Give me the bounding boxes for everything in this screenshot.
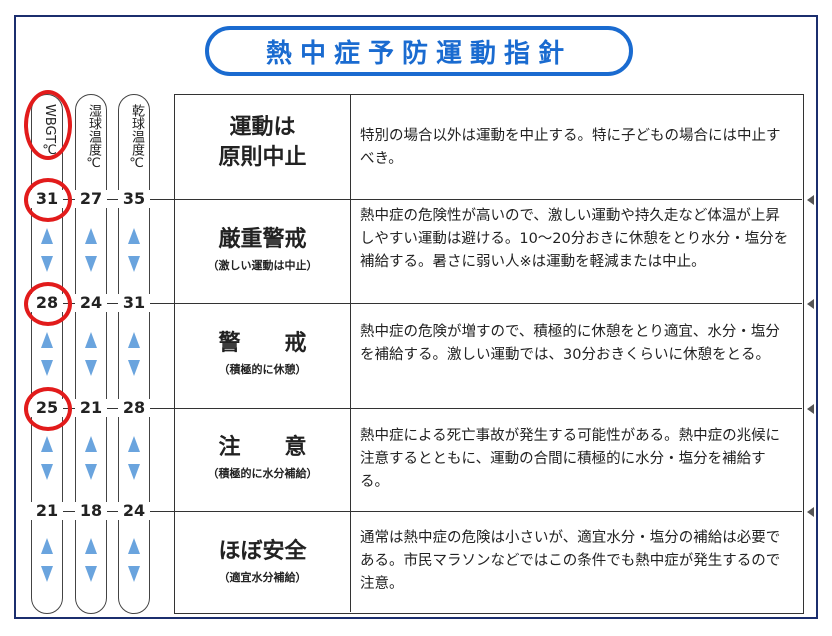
arrow-up-icon	[128, 538, 140, 554]
arrow-down-icon	[41, 256, 53, 272]
threshold-marker-icon	[807, 404, 814, 414]
wet-bulb-value: 21	[75, 399, 107, 417]
threshold-marker-icon	[807, 195, 814, 205]
arrow-down-icon	[41, 464, 53, 480]
wet-bulb-value: 24	[75, 294, 107, 312]
level-description: 熱中症の危険性が高いので、激しい運動や持久走など体温が上昇しやすい運動は避ける。…	[360, 208, 789, 270]
level-subtitle: （積極的に水分補給）	[207, 467, 318, 480]
level-description: 熱中症の危険が増すので、積極的に休憩をとり適宜、水分・塩分を補給する。激しい運動…	[360, 324, 780, 363]
threshold-marker-icon	[807, 299, 814, 309]
arrow-up-icon	[128, 436, 140, 452]
wbgt-25-highlight-circle	[24, 387, 72, 431]
threshold-line	[148, 408, 176, 409]
level-row-1: 厳重警戒 （激しい運動は中止）	[175, 225, 350, 273]
tick-line	[60, 511, 78, 512]
level-name: 厳重警戒	[218, 227, 307, 252]
wbgt-header-highlight-circle	[24, 90, 72, 160]
arrow-up-icon	[41, 332, 53, 348]
wet-bulb-value: 27	[75, 190, 107, 208]
arrow-up-icon	[41, 538, 53, 554]
level-row-3: 注 意 （積極的に水分補給）	[175, 433, 350, 481]
dry-bulb-value: 24	[118, 502, 150, 520]
arrow-down-icon	[128, 464, 140, 480]
level-subtitle: （適宜水分補給）	[218, 571, 307, 584]
arrow-down-icon	[85, 464, 97, 480]
guideline-table: 運動は 原則中止 特別の場合以外は運動を中止する。特に子どもの場合には中止すべき…	[174, 94, 804, 614]
level-subtitle: （積極的に休憩）	[218, 363, 307, 376]
arrow-down-icon	[85, 256, 97, 272]
level-row-2: 警 戒 （積極的に休憩）	[175, 329, 350, 377]
wet-bulb-header: 湿球温度℃	[86, 104, 101, 171]
wbgt-value: 21	[31, 502, 63, 520]
arrow-down-icon	[85, 360, 97, 376]
outer-frame	[14, 15, 818, 619]
arrow-down-icon	[128, 256, 140, 272]
row-divider	[175, 511, 802, 512]
wbgt-28-highlight-circle	[24, 282, 72, 326]
wbgt-31-highlight-circle	[24, 178, 72, 222]
arrow-down-icon	[85, 566, 97, 582]
level-name: 注 意	[218, 435, 307, 460]
level-description: 通常は熱中症の危険は小さいが、適宜水分・塩分の補給は必要である。市民マラソンなど…	[360, 530, 781, 592]
arrow-up-icon	[41, 436, 53, 452]
level-row-4: ほぼ安全 （適宜水分補給）	[175, 537, 350, 585]
threshold-marker-icon	[807, 507, 814, 517]
row-divider	[175, 408, 802, 409]
level-description: 特別の場合以外は運動を中止する。特に子どもの場合には中止すべき。	[360, 128, 781, 167]
arrow-up-icon	[85, 332, 97, 348]
arrow-down-icon	[41, 566, 53, 582]
threshold-line	[148, 303, 176, 304]
dry-bulb-value: 28	[118, 399, 150, 417]
arrow-up-icon	[128, 332, 140, 348]
threshold-line	[148, 199, 176, 200]
level-subtitle: （激しい運動は中止）	[207, 259, 318, 272]
tick-line	[104, 511, 122, 512]
column-divider	[350, 95, 351, 612]
tick-line	[104, 408, 122, 409]
dry-bulb-value: 31	[118, 294, 150, 312]
level-row-0: 運動は 原則中止	[175, 113, 350, 173]
arrow-up-icon	[85, 228, 97, 244]
arrow-down-icon	[128, 360, 140, 376]
row-divider	[175, 303, 802, 304]
tick-line	[104, 303, 122, 304]
arrow-up-icon	[85, 436, 97, 452]
dry-bulb-column	[118, 94, 150, 614]
dry-bulb-header: 乾球温度℃	[129, 104, 144, 171]
wet-bulb-value: 18	[75, 502, 107, 520]
arrow-up-icon	[85, 538, 97, 554]
wbgt-column	[31, 94, 63, 614]
level-description: 熱中症による死亡事故が発生する可能性がある。熱中症の兆候に注意するとともに、運動…	[360, 428, 781, 490]
page-title: 熱中症予防運動指針	[205, 26, 633, 76]
arrow-up-icon	[41, 228, 53, 244]
level-name: 警 戒	[218, 331, 307, 356]
level-name: ほぼ安全	[218, 539, 307, 564]
arrow-down-icon	[41, 360, 53, 376]
threshold-line	[148, 511, 176, 512]
dry-bulb-value: 35	[118, 190, 150, 208]
level-name: 運動は 原則中止	[218, 115, 307, 170]
arrow-down-icon	[128, 566, 140, 582]
tick-line	[104, 199, 122, 200]
arrow-up-icon	[128, 228, 140, 244]
row-divider	[175, 199, 802, 200]
wet-bulb-column	[75, 94, 107, 614]
